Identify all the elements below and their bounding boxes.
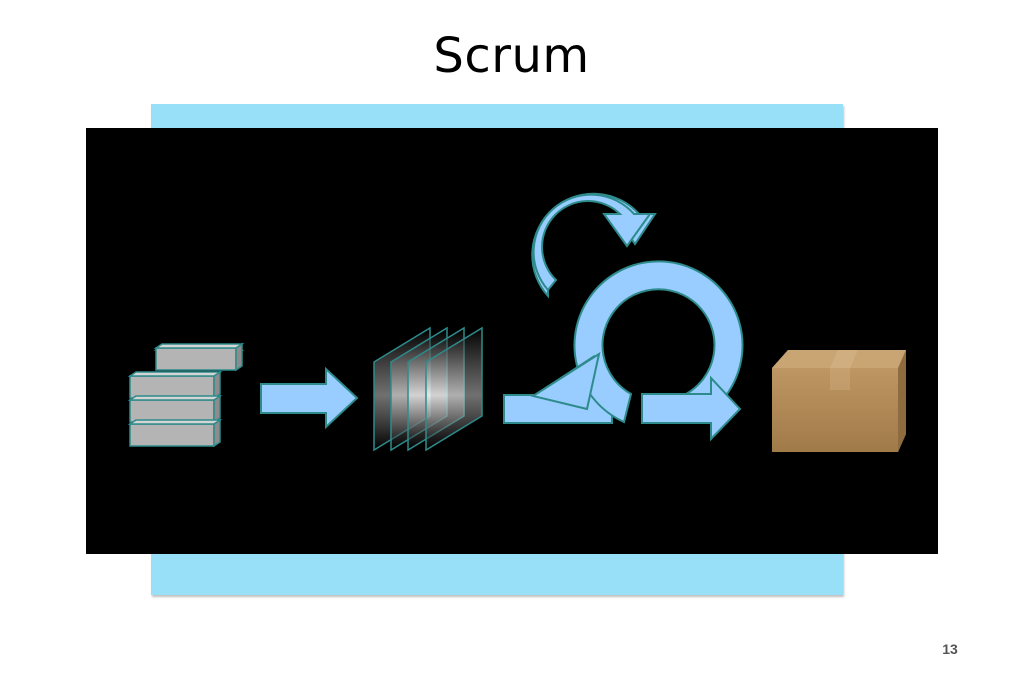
daily-cycle-arrow-icon: [531, 192, 657, 299]
arrow-right-icon: [641, 375, 742, 442]
scrum-diagram-panel: [86, 128, 938, 554]
panel-background: [86, 128, 938, 554]
sprint-cycle-arrow-icon: [503, 260, 744, 424]
product-increment-box-icon: [772, 350, 906, 452]
scrum-diagram: [86, 128, 938, 554]
slide-title: Scrum: [433, 28, 590, 84]
backlog-block: [127, 394, 223, 424]
backlog-block: [127, 418, 223, 448]
page-number: 13: [942, 641, 958, 657]
backlog-block: [127, 370, 223, 400]
backlog-block: [153, 342, 245, 372]
backlog-blocks-icon: [127, 342, 245, 448]
sprint-backlog-sheets-icon: [373, 326, 483, 452]
arrow-right-icon: [260, 366, 359, 430]
